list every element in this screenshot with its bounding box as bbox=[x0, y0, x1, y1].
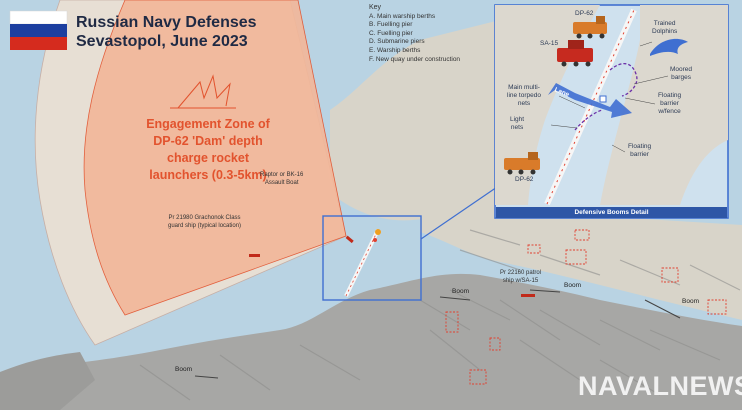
detail-connector-line bbox=[420, 184, 501, 240]
dp62-truck-bottom-icon bbox=[504, 152, 540, 175]
ez-line-4: launchers (0.3-5km) bbox=[149, 168, 267, 182]
moored-line-1: Moored bbox=[670, 66, 693, 73]
north-shore-land bbox=[328, 20, 500, 221]
inset-main-nets-label: Main multi- line torpedo nets bbox=[507, 84, 541, 108]
raptor-boat-marker bbox=[345, 235, 354, 244]
key-item-e: E. Warship berths bbox=[369, 46, 421, 54]
floating-fence-line-2: barrier bbox=[660, 100, 679, 107]
dolphin-icon bbox=[650, 38, 688, 56]
harbour-boom-2 bbox=[644, 299, 681, 319]
grachonok-label-line-1: Pr 21980 Grachonok Class bbox=[168, 215, 241, 221]
map-key: Key A. Main warship berths B. Fuelling p… bbox=[369, 4, 460, 64]
floating-barrier-line-1: Floating bbox=[628, 143, 652, 150]
key-heading: Key bbox=[369, 4, 382, 11]
south-shore-land bbox=[0, 273, 742, 410]
inset-moored-barges-label: Moored barges bbox=[670, 66, 692, 82]
key-item-b: B. Fuelling pier bbox=[369, 21, 413, 29]
harbour-boom-4 bbox=[439, 296, 471, 301]
raptor-label-line-1: Raptor or BK-16 bbox=[260, 172, 304, 178]
inset-dolphins-label: Trained Dolphins bbox=[652, 20, 677, 36]
boom-label-4: Boom bbox=[175, 366, 192, 373]
ez-line-3: charge rocket bbox=[167, 151, 249, 165]
map-title: Russian Navy Defenses Sevastopol, June 2… bbox=[76, 13, 257, 51]
russian-flag-icon bbox=[9, 10, 68, 50]
inset-light-nets-label: Light nets bbox=[510, 116, 524, 132]
title-line-2: Sevastopol, June 2023 bbox=[76, 33, 248, 50]
main-nets-line-2: line torpedo bbox=[507, 92, 541, 99]
ez-line-2: DP-62 'Dam' depth bbox=[153, 134, 263, 148]
grachonok-label: Pr 21980 Grachonok Class guard ship (typ… bbox=[168, 215, 241, 230]
dp62-truck-top-icon bbox=[573, 16, 607, 39]
inset-dp62-top-label: DP-62 bbox=[575, 10, 594, 17]
inset-footer: Defensive Booms Detail bbox=[496, 207, 727, 218]
boom-label-2: Boom bbox=[564, 282, 581, 289]
harbour-boom-1 bbox=[529, 289, 561, 293]
floating-fence-line-3: w/fence bbox=[658, 108, 681, 115]
explosion-icon bbox=[170, 74, 236, 109]
patrol-label-line-1: Pr 22160 patrol bbox=[500, 270, 542, 276]
dolphins-line-1: Trained bbox=[653, 20, 676, 27]
floating-fence-line-1: Floating bbox=[658, 92, 682, 99]
inset-floating-barrier-label: Floating barrier bbox=[628, 143, 651, 159]
engagement-zone-label: Engagement Zone of DP-62 'Dam' depth cha… bbox=[127, 116, 289, 184]
berth-boxes bbox=[445, 229, 727, 385]
detail-area-frame bbox=[322, 215, 422, 301]
main-nets-line-1: Main multi- bbox=[508, 84, 540, 91]
north-east-land bbox=[420, 205, 742, 320]
boom-marker-mid bbox=[373, 238, 377, 242]
harbour-boom-3 bbox=[194, 375, 219, 379]
navalnews-watermark: NAVALNEWS bbox=[578, 371, 742, 401]
light-nets-line-2: nets bbox=[510, 124, 524, 131]
engagement-zone-inner bbox=[83, 0, 347, 316]
grachonok-label-line-2: guard ship (typical location) bbox=[168, 222, 242, 229]
boom-line-dash bbox=[345, 229, 379, 297]
light-nets-line-1: Light bbox=[510, 116, 525, 123]
ez-line-1: Engagement Zone of bbox=[146, 117, 270, 131]
patrol-ship-marker bbox=[521, 294, 535, 297]
key-item-a: A. Main warship berths bbox=[369, 12, 436, 20]
inset-floating-fence-label: Floating barrier w/fence bbox=[658, 92, 681, 116]
patrol-ship-label: Pr 22160 patrol ship w/SA-15 bbox=[500, 270, 541, 285]
key-item-d: D. Submarine piers bbox=[369, 38, 425, 46]
raptor-label-line-2: Assault Boat bbox=[264, 179, 299, 186]
south-west-land bbox=[0, 352, 95, 410]
boom-label-3: Boom bbox=[682, 298, 699, 305]
moored-line-2: barges bbox=[671, 74, 691, 81]
raptor-boat-label: Raptor or BK-16 Assault Boat bbox=[260, 172, 303, 187]
inset-sa15-label: SA-15 bbox=[540, 40, 559, 47]
inset-panel bbox=[494, 4, 729, 219]
key-item-c: C. Fuelling pier bbox=[369, 29, 413, 37]
boom-label-1: Boom bbox=[452, 288, 469, 295]
title-line-1: Russian Navy Defenses bbox=[76, 14, 257, 31]
key-item-f: F. New quay under construction bbox=[369, 55, 461, 63]
urban-texture bbox=[139, 229, 741, 401]
boom-marker-top bbox=[375, 229, 381, 235]
grachonok-ship-marker bbox=[249, 254, 260, 257]
main-nets-line-3: nets bbox=[517, 100, 531, 107]
sa15-vehicle-icon bbox=[557, 40, 593, 67]
dolphins-line-2: Dolphins bbox=[652, 28, 678, 35]
floating-barrier-line-2: barrier bbox=[630, 151, 649, 158]
inset-dp62-bottom-label: DP-62 bbox=[515, 176, 534, 183]
patrol-label-line-2: ship w/SA-15 bbox=[502, 277, 539, 284]
